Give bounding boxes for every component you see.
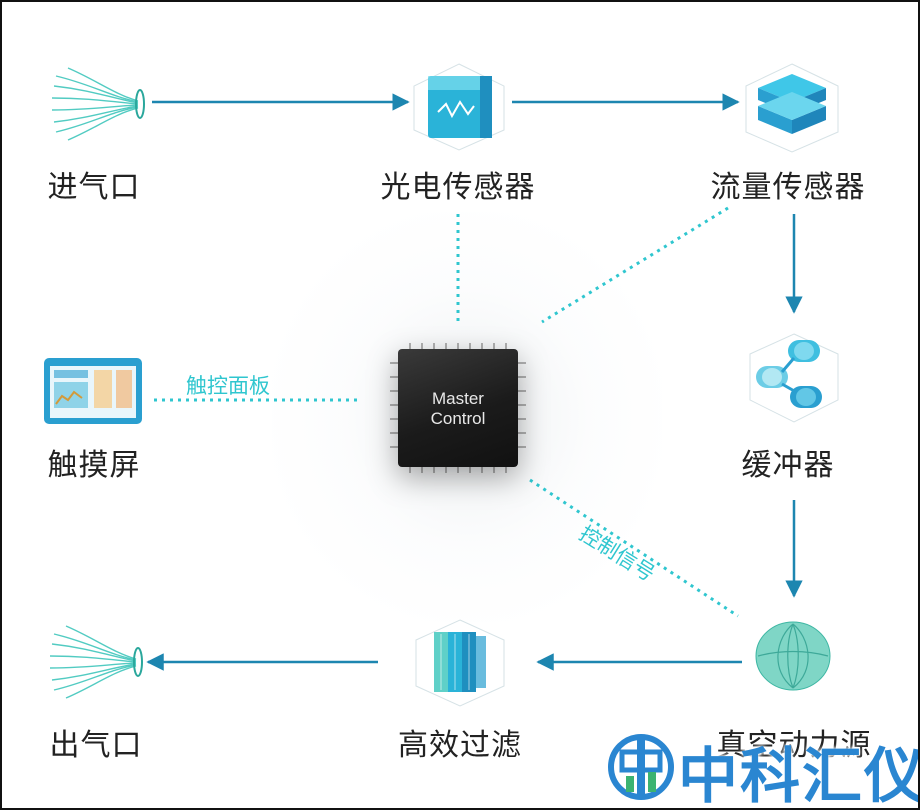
dotted-flow-to-master [541, 206, 729, 324]
node-label-touchscreen: 触摸屏 [47, 448, 141, 483]
node-label-inlet: 进气口 [47, 170, 141, 205]
flow-sensor-icon [745, 63, 839, 153]
edge-label-touch-panel: 触控面板 [186, 374, 270, 398]
node-label-vacuum-source: 真空动力源 [716, 728, 872, 763]
hepa-filter-icon [415, 619, 505, 707]
watermark: 中科汇仪 [606, 720, 920, 810]
inlet-airflow-icon [51, 67, 145, 141]
watermark-logo-icon [608, 734, 674, 800]
chip-label-line2: Control [430, 409, 486, 428]
chip-body: Master Control [398, 349, 518, 467]
touchscreen-icon [44, 358, 142, 424]
chip-pins [390, 343, 526, 473]
node-label-outlet: 出气口 [49, 728, 143, 763]
chip-label: Master Control [398, 389, 518, 429]
master-control-chip: Master Control [388, 341, 528, 475]
outlet-airflow-icon [49, 625, 143, 699]
buffer-icon [749, 333, 839, 423]
photoelectric-sensor-icon [413, 63, 505, 151]
node-label-buffer: 缓冲器 [741, 448, 835, 483]
node-label-flow-sensor: 流量传感器 [710, 170, 866, 205]
vacuum-source-icon [755, 621, 831, 691]
chip-label-line1: Master [432, 389, 484, 408]
dotted-master-to-vacuum [529, 478, 739, 618]
watermark-text: 中科汇仪 [678, 742, 920, 810]
node-label-photo-sensor: 光电传感器 [380, 170, 536, 205]
node-label-hepa-filter: 高效过滤 [398, 728, 522, 763]
